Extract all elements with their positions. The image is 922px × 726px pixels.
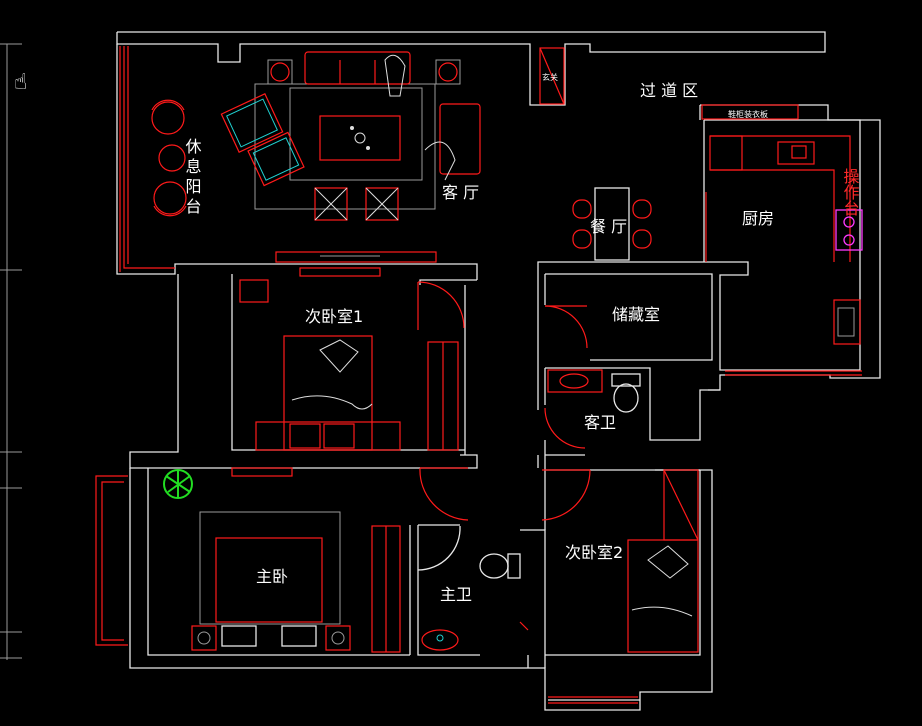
master-bath-fixtures xyxy=(421,553,521,651)
balcony-window xyxy=(119,46,175,272)
hand-pan-icon[interactable]: ☝ xyxy=(14,70,28,95)
living-side-sofa xyxy=(424,103,481,181)
label-balcony: 休息阳台 xyxy=(183,138,202,218)
tv-cabinet xyxy=(275,251,437,263)
label-corridor: 过 道 区 xyxy=(640,81,698,100)
entry-cabinet xyxy=(539,47,565,105)
doors xyxy=(417,192,707,571)
balcony-chairs xyxy=(151,99,187,217)
living-sofa xyxy=(267,51,461,97)
label-counter: 操作台 xyxy=(841,168,860,216)
label-kitchen: 厨房 xyxy=(742,209,774,228)
plant-icon xyxy=(163,469,193,499)
label-entry: 玄关 xyxy=(542,72,558,82)
label-master-bath: 主卫 xyxy=(440,585,472,604)
label-bedroom1: 次卧室1 xyxy=(305,307,363,326)
label-dining: 餐 厅 xyxy=(590,217,627,236)
bedroom2-furniture xyxy=(519,469,699,653)
label-bedroom2: 次卧室2 xyxy=(565,543,623,562)
left-dimension-ruler xyxy=(0,43,22,660)
kitchen-window xyxy=(725,370,862,376)
bedroom2-window xyxy=(548,696,638,704)
dining-table xyxy=(572,187,652,261)
label-living: 客 厅 xyxy=(442,183,479,202)
kitchen-counter xyxy=(709,135,863,345)
label-shoe-cabinet: 鞋柜装衣板 xyxy=(728,109,768,119)
master-bedroom-furniture xyxy=(191,467,401,653)
shoe-cabinet xyxy=(701,104,799,120)
label-master: 主卧 xyxy=(256,567,288,586)
living-room-rug xyxy=(254,83,436,210)
bedroom1-furniture xyxy=(239,267,459,451)
label-storage: 储藏室 xyxy=(612,305,660,324)
label-guest-bath: 客卫 xyxy=(584,413,616,432)
guest-bath-fixtures xyxy=(547,369,641,413)
living-ottomans xyxy=(314,187,399,221)
master-window xyxy=(95,475,128,646)
living-lounge-chairs xyxy=(220,93,305,187)
